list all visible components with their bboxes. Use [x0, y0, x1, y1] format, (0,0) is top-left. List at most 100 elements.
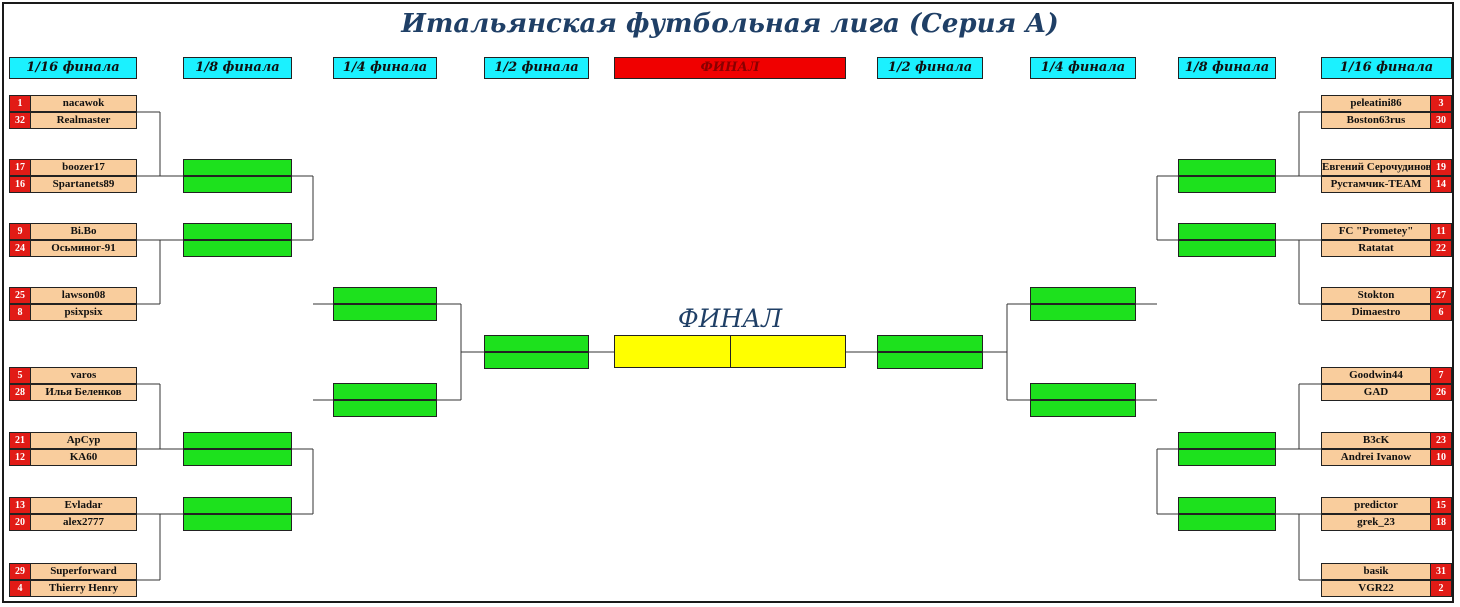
player-name: nacawok	[31, 96, 136, 111]
seed-number: 4	[10, 581, 31, 596]
seed-number: 7	[1430, 368, 1451, 383]
round16-slot	[183, 514, 292, 531]
seed-number: 23	[1430, 433, 1451, 448]
player-name: Spartanets89	[31, 177, 136, 192]
player-name: lawson08	[31, 288, 136, 303]
quarterfinal-slot	[333, 400, 437, 417]
player-name: Superforward	[31, 564, 136, 579]
player-name: B3cK	[1322, 433, 1430, 448]
player-name: alex2777	[31, 515, 136, 530]
semifinal-slot	[877, 352, 983, 369]
quarterfinal-slot	[333, 287, 437, 304]
header-r32-right: 1/16 финала	[1321, 57, 1452, 79]
player-name: basik	[1322, 564, 1430, 579]
quarterfinal-slot	[1030, 383, 1136, 400]
player-name: predictor	[1322, 498, 1430, 513]
header-final: ФИНАЛ	[614, 57, 846, 79]
player-name: Boston63rus	[1322, 113, 1430, 128]
player-name: KA60	[31, 450, 136, 465]
player-name: Dimaestro	[1322, 305, 1430, 320]
page-title: Итальянская футбольная лига (Серия А)	[401, 9, 1059, 39]
seed-number: 29	[10, 564, 31, 579]
seed-number: 19	[1430, 160, 1451, 175]
seed-number: 6	[1430, 305, 1451, 320]
semifinal-slot	[877, 335, 983, 352]
round16-slot	[1178, 432, 1276, 449]
seed-number: 11	[1430, 224, 1451, 239]
seed-number: 17	[10, 160, 31, 175]
round16-slot	[1178, 223, 1276, 240]
seed-number: 5	[10, 368, 31, 383]
seed-number: 13	[10, 498, 31, 513]
semifinal-slot	[484, 352, 589, 369]
seed-number: 3	[1430, 96, 1451, 111]
quarterfinal-slot	[1030, 304, 1136, 321]
header-r16-right: 1/8 финала	[1178, 57, 1276, 79]
player-name: psixpsix	[31, 305, 136, 320]
round16-slot	[183, 497, 292, 514]
seed-number: 10	[1430, 450, 1451, 465]
seed-number: 26	[1430, 385, 1451, 400]
round16-slot	[183, 449, 292, 466]
seed-number: 9	[10, 224, 31, 239]
seed-number: 32	[10, 113, 31, 128]
seed-number: 15	[1430, 498, 1451, 513]
player-name: boozer17	[31, 160, 136, 175]
header-qf-right: 1/4 финала	[1030, 57, 1136, 79]
round16-slot	[1178, 449, 1276, 466]
round16-slot	[183, 240, 292, 257]
round16-slot	[1178, 514, 1276, 531]
header-r32-left: 1/16 финала	[9, 57, 137, 79]
player-name: VGR22	[1322, 581, 1430, 596]
round16-slot	[183, 176, 292, 193]
player-name: Bi.Bo	[31, 224, 136, 239]
player-name: Andrei Ivanow	[1322, 450, 1430, 465]
player-name: FC "Prometey"	[1322, 224, 1430, 239]
quarterfinal-slot	[1030, 400, 1136, 417]
quarterfinal-slot	[333, 304, 437, 321]
seed-number: 8	[10, 305, 31, 320]
player-name: Thierry Henry	[31, 581, 136, 596]
semifinal-slot	[484, 335, 589, 352]
seed-number: 30	[1430, 113, 1451, 128]
seed-number: 25	[10, 288, 31, 303]
round16-slot	[183, 223, 292, 240]
seed-number: 22	[1430, 241, 1451, 256]
round16-slot	[1178, 240, 1276, 257]
player-name: Realmaster	[31, 113, 136, 128]
player-name: Евгений Серочудинов	[1322, 160, 1430, 175]
player-name: Рустамчик-TEAM	[1322, 177, 1430, 192]
player-name: Ratatat	[1322, 241, 1430, 256]
seed-number: 1	[10, 96, 31, 111]
seed-number: 2	[1430, 581, 1451, 596]
header-r16-left: 1/8 финала	[183, 57, 292, 79]
header-qf-left: 1/4 финала	[333, 57, 437, 79]
round16-slot	[1178, 159, 1276, 176]
player-name: Evladar	[31, 498, 136, 513]
